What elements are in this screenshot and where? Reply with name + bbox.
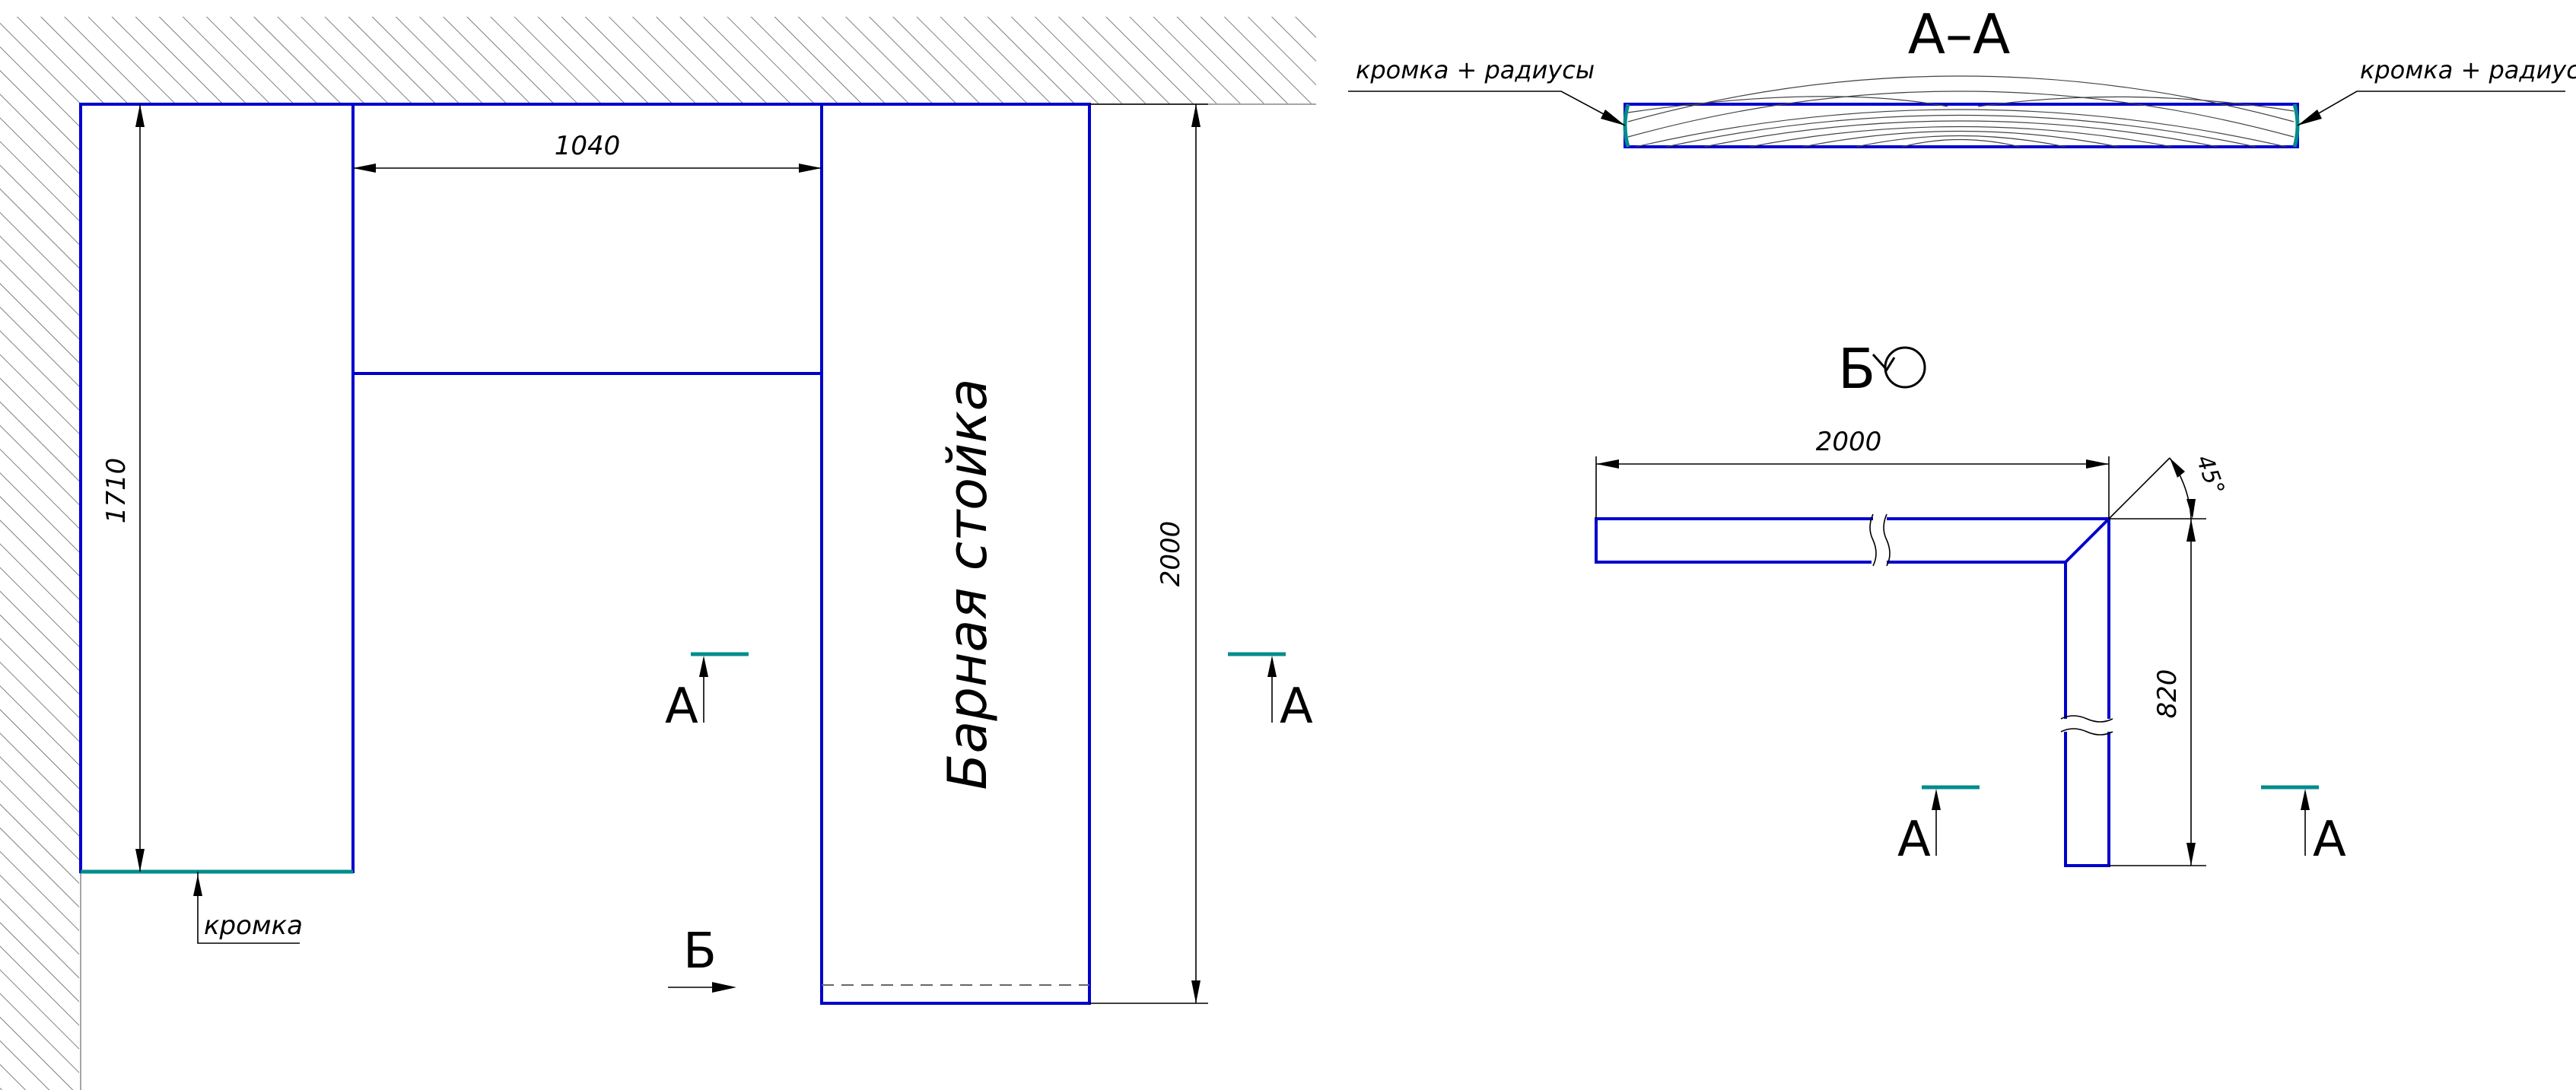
detail-section-a-right: А	[2261, 785, 2346, 868]
view-b-symbol	[1872, 346, 1926, 389]
detail-dim-height: 820	[2152, 669, 2183, 719]
detail-section-a-left-label: А	[1897, 812, 1931, 868]
dimension-820: 820	[2109, 518, 2206, 866]
dim-top-label: 1040	[555, 131, 621, 161]
view-b-label: Б	[683, 923, 717, 980]
edge-right-radius	[2292, 103, 2300, 148]
detail-dim-length: 2000	[1816, 427, 1882, 457]
edge-leader: кромка	[193, 872, 303, 944]
aa-note-left: кромка + радиусы	[1356, 56, 1595, 84]
dimension-2000-plan: 2000	[1089, 103, 1208, 1004]
view-b-profile	[1595, 513, 2113, 867]
dimension-2000-detail: 2000	[1595, 427, 2110, 519]
view-b-marker: Б	[668, 923, 736, 993]
view-b-detail: Б 2000	[1595, 337, 2346, 868]
wood-grain	[1627, 75, 2295, 148]
plan-view: 1040 1710 2000 Барная стойка кромка	[0, 17, 1316, 1090]
note-left-leader: кромка + радиусы	[1348, 56, 1626, 126]
angle-45: 45°	[2108, 452, 2229, 520]
countertop-outline	[79, 103, 1091, 1005]
detail-section-a-left: А	[1897, 785, 1980, 868]
dim-right-label: 2000	[1156, 521, 1186, 587]
dim-left-label: 1710	[101, 458, 132, 524]
view-b-title: Б	[1838, 337, 1875, 401]
angle-label: 45°	[2190, 452, 2229, 499]
bar-counter	[820, 103, 1091, 1005]
dimension-1040: 1040	[353, 131, 822, 173]
dimension-1710: 1710	[101, 104, 145, 872]
wall-hatching	[0, 17, 1316, 1090]
detail-section-a-right-label: А	[2313, 812, 2346, 868]
section-a-right-label: А	[1280, 678, 1313, 735]
section-profile	[1624, 103, 2299, 148]
edge-note: кромка	[204, 910, 303, 941]
section-aa: А–А кромка + радиусы кромка + радиусы	[1348, 2, 2576, 148]
section-aa-title: А–А	[1908, 2, 2011, 66]
edge-left-radius	[1623, 103, 1630, 148]
note-right-leader: кромка + радиусы	[2297, 56, 2576, 126]
section-marker-a-right: А	[1228, 652, 1313, 735]
section-a-left-label: А	[665, 678, 698, 735]
bar-counter-label: Барная стойка	[937, 378, 999, 790]
aa-note-right: кромка + радиусы	[2360, 56, 2576, 84]
section-marker-a-left: А	[665, 652, 749, 735]
